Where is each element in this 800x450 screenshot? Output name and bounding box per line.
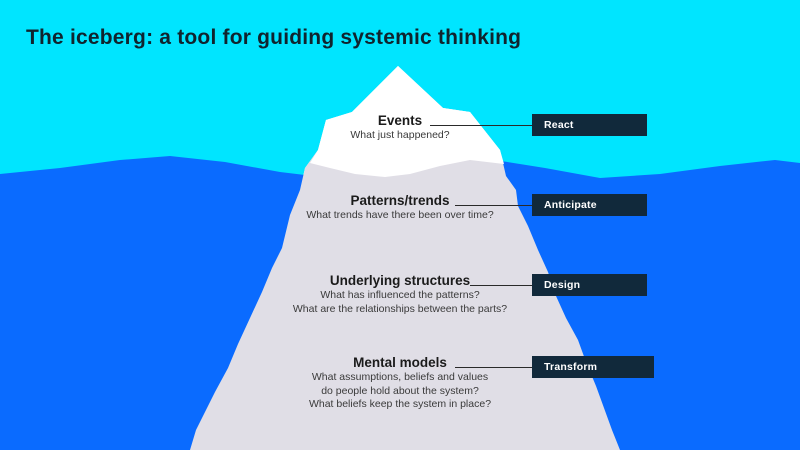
layer-mental-models-heading: Mental models <box>353 355 447 370</box>
layer-events-question-1: What just happened? <box>350 129 450 141</box>
leader-line-structures <box>470 285 535 286</box>
layer-patterns: Patterns/trends What trends have there b… <box>170 193 630 223</box>
layer-structures-heading: Underlying structures <box>329 273 471 288</box>
layer-events-heading: Events <box>377 113 423 128</box>
badge-design[interactable]: Design <box>532 274 647 296</box>
iceberg-underwater-body <box>190 66 620 450</box>
page-title: The iceberg: a tool for guiding systemic… <box>26 26 522 49</box>
layer-mental-models-question-2: do people hold about the system? <box>321 384 479 397</box>
layer-patterns-question-1: What trends have there been over time? <box>306 209 494 221</box>
badge-transform[interactable]: Transform <box>532 356 654 378</box>
leader-line-events <box>430 125 535 126</box>
layer-mental-models: Mental models What assumptions, beliefs … <box>170 355 630 412</box>
iceberg-waterline-highlight <box>310 66 504 177</box>
layer-structures: Underlying structures What has influence… <box>170 273 630 316</box>
leader-line-mental-models <box>455 367 535 368</box>
layer-mental-models-question-1: What assumptions, beliefs and values <box>311 371 489 383</box>
badge-anticipate[interactable]: Anticipate <box>532 194 647 216</box>
badge-react[interactable]: React <box>532 114 647 136</box>
leader-line-patterns <box>455 205 535 206</box>
layer-structures-question-1: What has influenced the patterns? <box>320 289 480 301</box>
layer-structures-question-2: What are the relationships between the p… <box>292 302 508 315</box>
layer-events: Events What just happened? <box>170 113 630 143</box>
layer-mental-models-question-3: What beliefs keep the system in place? <box>308 398 492 410</box>
layer-patterns-heading: Patterns/trends <box>350 193 450 208</box>
